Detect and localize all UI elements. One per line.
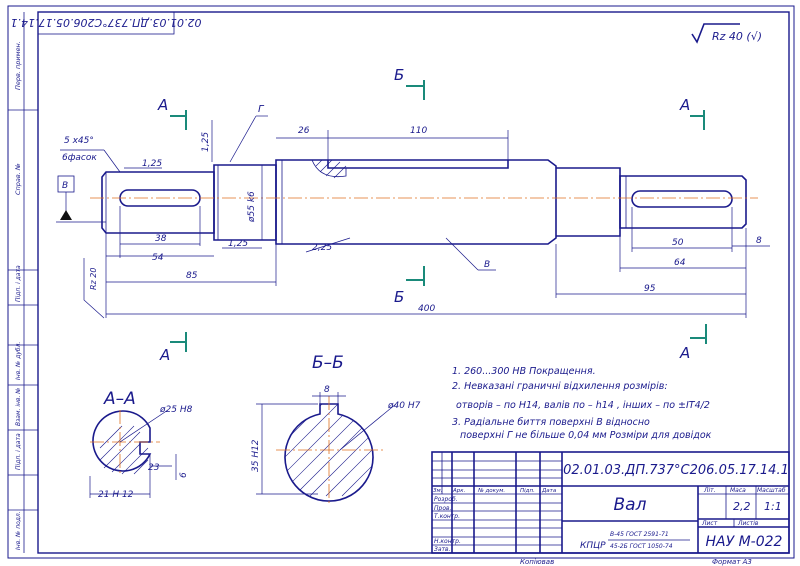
- tb-col-doc: № докум.: [477, 488, 505, 494]
- dim-400: 400: [418, 304, 435, 314]
- section-aa: А–А ø25 H8 23 6 21 H 12: [89, 389, 193, 500]
- note-5: поверхні Г не більше 0,04 мм Розміри для…: [460, 430, 712, 441]
- dim-phi55: ø55 k6: [247, 191, 257, 223]
- side-label-2: Справ. №: [14, 163, 22, 195]
- tb-material-top: В-45 ГОСТ 2591-71: [610, 531, 669, 538]
- mark-a-top-right: А: [679, 96, 690, 114]
- section-bb: Б–Б 8 ø40 H7 35 H12: [251, 353, 421, 504]
- title-block: Зм. Арк. № докум. Підп. Дата Розроб. Про…: [431, 451, 790, 554]
- tb-role-3: Т.контр.: [434, 513, 460, 520]
- dim-rz20: Rz 20: [89, 268, 98, 290]
- side-label-5: Взам. інв. №: [15, 387, 22, 426]
- corner-stamp-text: 02.01.03.ДП.737°С206.05.17.14.1: [11, 16, 202, 29]
- tb-col-ark: Арк.: [452, 488, 466, 494]
- dim-85: 85: [186, 271, 198, 281]
- dim-r125-vert: 1,25: [201, 132, 211, 152]
- mark-b-top: Б: [394, 66, 404, 84]
- dim-r225: 2,25: [312, 243, 332, 253]
- tb-org: НАУ М-022: [706, 534, 783, 550]
- note-4: 3. Радіальне биття поверхні В відносно: [452, 417, 650, 428]
- dim-chamfer: 5 x45°: [64, 136, 94, 146]
- shaft-main-view: [90, 159, 758, 245]
- dim-aa-6: 6: [179, 472, 189, 478]
- dim-bb-35: 35 H12: [251, 439, 261, 472]
- technical-notes: 1. 260...300 HB Покращення. 2. Невказані…: [452, 366, 712, 441]
- dim-r125-left: 1,25: [142, 159, 162, 169]
- outer-frame: [7, 5, 795, 559]
- note-2: 2. Невказані граничні відхилення розмірі…: [452, 381, 668, 392]
- tb-sheets: Листів: [737, 520, 759, 527]
- section-bb-title: Б–Б: [312, 353, 344, 373]
- tb-col-zm: Зм.: [433, 488, 443, 494]
- dim-50: 50: [672, 238, 684, 248]
- dim-64: 64: [674, 258, 686, 268]
- leader-g: Г: [258, 104, 265, 115]
- mark-a-bottom-left: А: [159, 346, 170, 364]
- side-label-3: Підп. і дата: [15, 265, 22, 302]
- tb-lit: Літ.: [703, 487, 716, 494]
- dim-54: 54: [152, 253, 164, 263]
- tb-role-1: Розроб.: [434, 496, 458, 503]
- inner-frame: [37, 11, 790, 554]
- dim-8: 8: [756, 236, 762, 246]
- tb-material-main: КПЦР: [580, 541, 606, 551]
- dim-26: 26: [298, 126, 310, 136]
- corner-stamp-box: [37, 11, 175, 35]
- leader-v: В: [484, 260, 490, 270]
- tb-material-bottom: 45-2Б ГОСТ 1050-74: [610, 543, 673, 550]
- roughness-text: Rz 40 (√): [712, 30, 762, 43]
- section-markers: А А Б Б А А: [157, 66, 707, 364]
- tb-mass: 2,2: [733, 500, 751, 513]
- dim-phi25: ø25 H8: [159, 405, 193, 415]
- mark-a-bottom-right: А: [679, 344, 690, 362]
- mark-a-top-left: А: [157, 96, 168, 114]
- tb-role-6: Затв.: [434, 546, 451, 553]
- dim-95: 95: [644, 284, 656, 294]
- dimensions-main: 5 x45° 6фасок В 1,25 1,25 Г ø55 k6 1,25 …: [56, 104, 770, 319]
- tb-role-2: Пров.: [434, 505, 452, 512]
- roughness-symbol: [691, 23, 740, 44]
- mark-b-bottom: Б: [394, 288, 404, 306]
- dim-r125-bottom: 1,25: [228, 239, 248, 249]
- tb-scale: 1:1: [764, 500, 782, 513]
- note-1: 1. 260...300 HB Покращення.: [452, 366, 596, 377]
- tb-role-5: Н.контр.: [434, 538, 461, 545]
- dim-chamfer-count: 6фасок: [62, 153, 97, 163]
- side-label-7: Інв. № подл.: [15, 511, 22, 550]
- tb-col-date: Дата: [541, 488, 557, 494]
- tb-mass-label: Маса: [730, 487, 746, 494]
- dim-110: 110: [410, 126, 427, 136]
- note-3: отворів – по H14, валів по – h14 , інших…: [456, 400, 710, 411]
- dim-38: 38: [155, 234, 167, 244]
- dim-aa-23: 23: [148, 463, 160, 473]
- dim-phi40: ø40 H7: [387, 401, 421, 411]
- tb-col-sign: Підп.: [520, 488, 535, 494]
- tb-part-name: Вал: [614, 495, 647, 515]
- datum-v: В: [62, 181, 68, 191]
- footer-format: Формат А3: [712, 558, 752, 566]
- section-aa-title: А–А: [103, 389, 136, 409]
- footer-copied: Копіював: [520, 558, 554, 566]
- tb-scale-label: Масштаб: [757, 487, 786, 494]
- side-label-6: Підп. і дата: [15, 433, 22, 470]
- dim-aa-21: 21 H 12: [98, 490, 134, 500]
- side-label-4: Інв. № дубл.: [15, 342, 22, 380]
- dim-bb-8: 8: [324, 385, 330, 395]
- tb-doc-code: 02.01.03.ДП.737°С206.05.17.14.1: [563, 463, 789, 478]
- side-label-1: Перв. примен.: [14, 41, 22, 90]
- tb-sheet: Лист: [701, 520, 718, 527]
